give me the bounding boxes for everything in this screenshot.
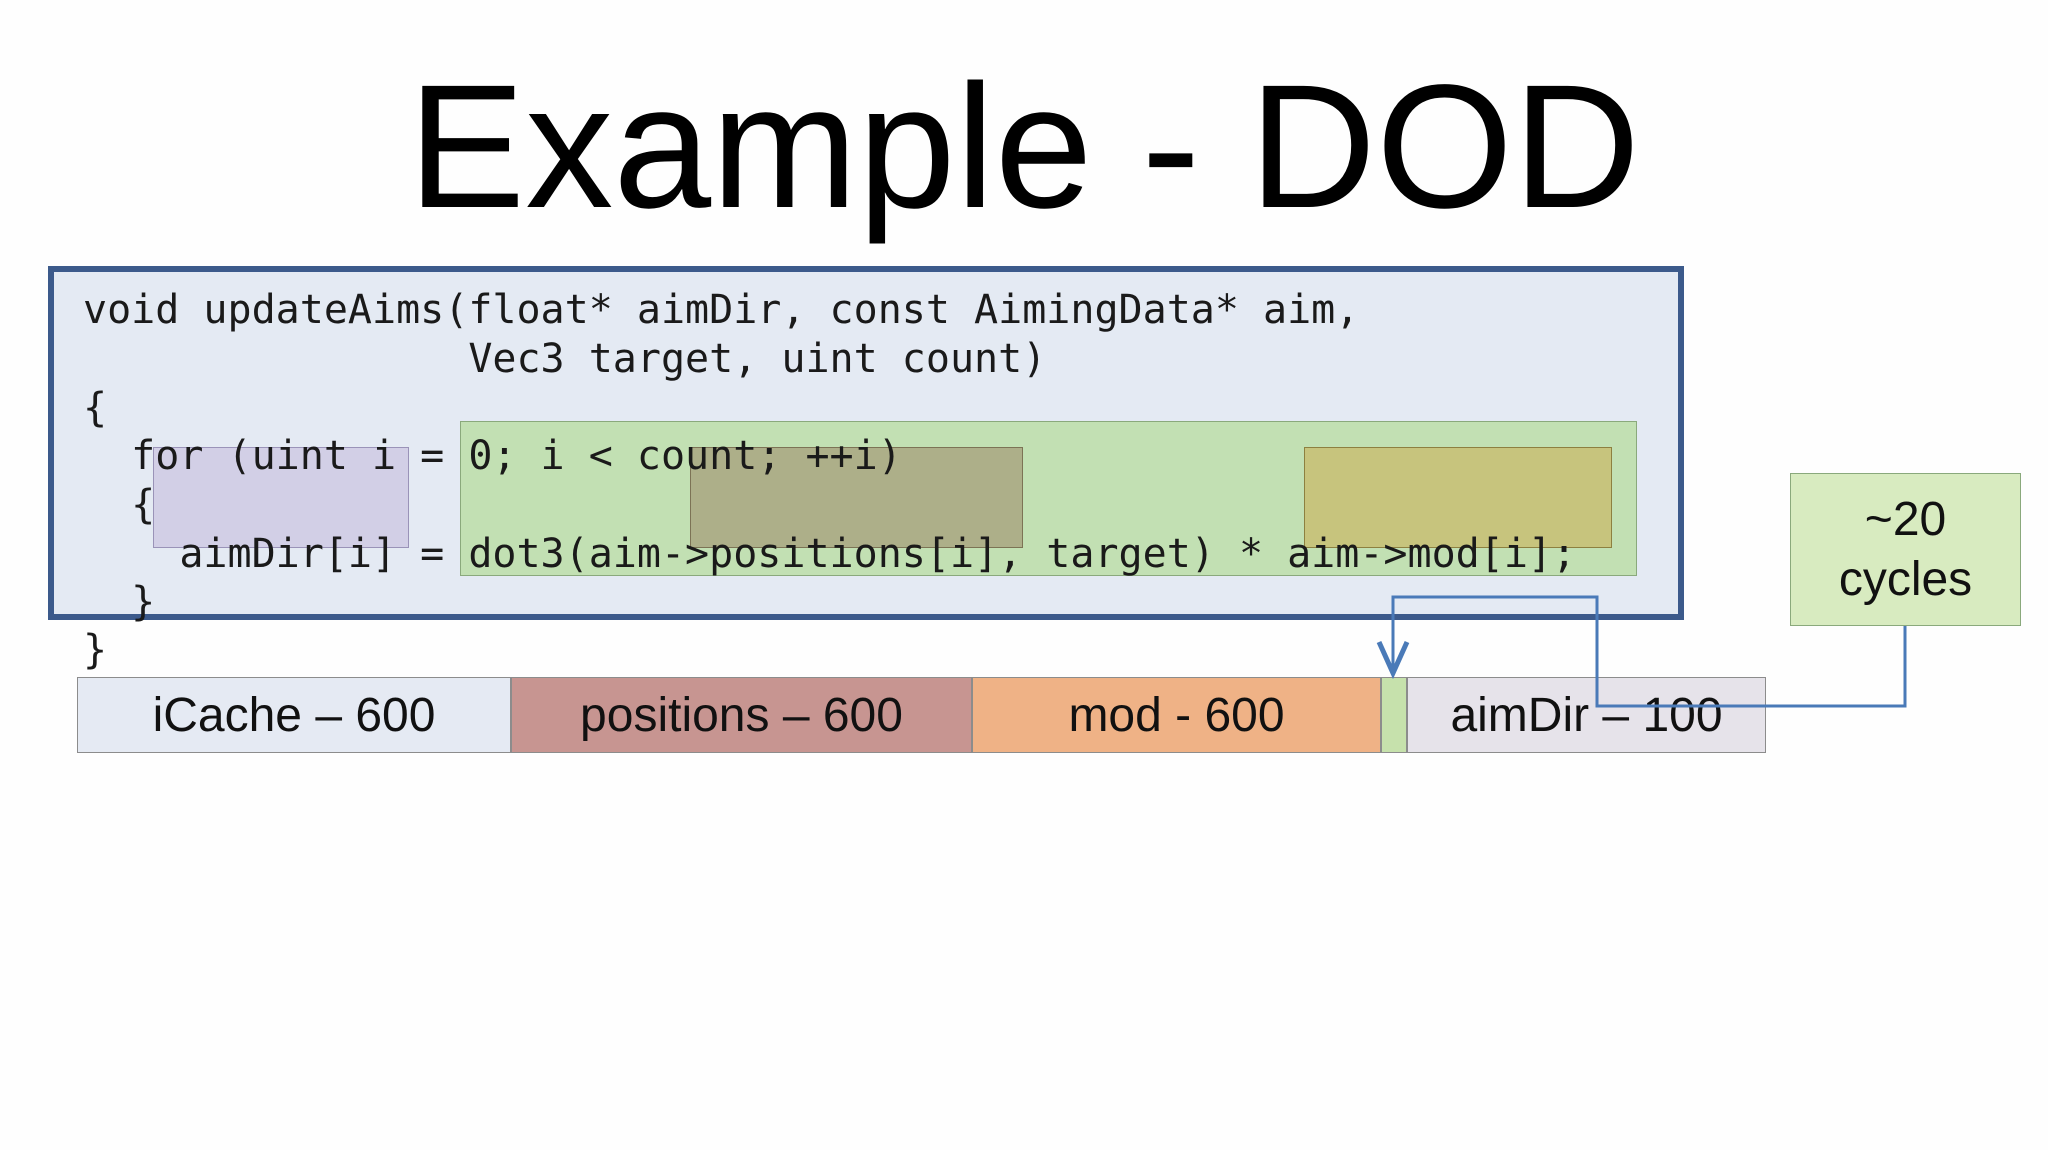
mod-segment: mod - 600: [972, 677, 1381, 753]
icache-highlight: [153, 447, 409, 548]
code-line: }: [83, 627, 108, 673]
cycles-callout: ~20 cycles: [1790, 473, 2021, 626]
code-line: }: [83, 579, 156, 625]
code-line: {: [83, 385, 108, 431]
slide-title: Example - DOD: [407, 49, 1641, 245]
compute-segment: [1381, 677, 1407, 753]
positions-highlight: [690, 447, 1023, 548]
icache-segment: iCache – 600: [77, 677, 511, 753]
code-line: Vec3 target, uint count): [83, 336, 1047, 382]
code-line: aimDir[i] = dot3(aim->positions[i], targ…: [83, 531, 1577, 577]
positions-segment: positions – 600: [511, 677, 972, 753]
mod-highlight: [1304, 447, 1612, 548]
cycles-unit: cycles: [1838, 552, 1973, 606]
arrow-down-icon: [1376, 640, 1410, 680]
code-line: for (uint i = 0; i < count; ++i): [83, 433, 902, 479]
aimdir-segment: aimDir – 100: [1407, 677, 1766, 753]
code-line: {: [83, 482, 156, 528]
cycles-count: ~20: [1864, 492, 1947, 546]
code-line: void updateAims(float* aimDir, const Aim…: [83, 287, 1360, 333]
